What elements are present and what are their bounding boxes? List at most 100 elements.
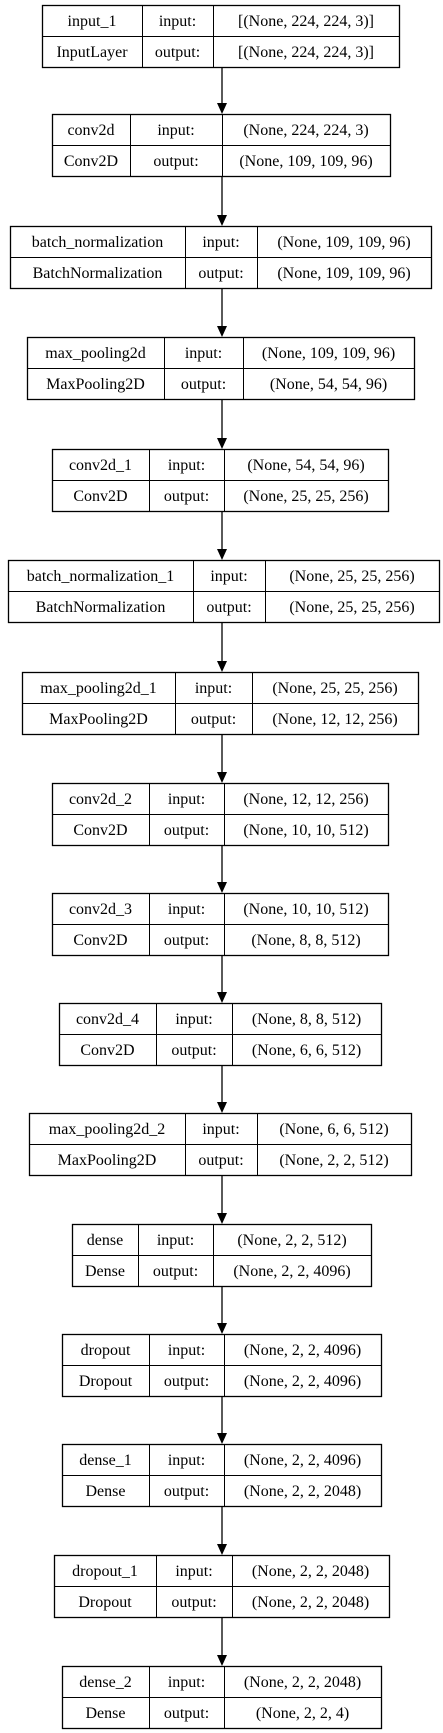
input-shape: (None, 2, 2, 4096) (244, 1452, 361, 1469)
layer-type: MaxPooling2D (58, 1152, 157, 1169)
output-label: output: (171, 1594, 216, 1611)
layer-name: input_1 (68, 13, 117, 30)
input-label: input: (202, 1121, 239, 1138)
input-shape: (None, 109, 109, 96) (277, 234, 410, 251)
arrow-head (217, 1544, 227, 1555)
output-shape: (None, 25, 25, 256) (289, 599, 414, 616)
input-label: input: (168, 457, 205, 474)
input-label: input: (210, 568, 247, 585)
flow-arrow (217, 956, 227, 1003)
arrow-head (217, 661, 227, 672)
output-label: output: (198, 1152, 243, 1169)
input-shape: (None, 224, 224, 3) (243, 122, 368, 139)
input-shape: (None, 2, 2, 2048) (244, 1674, 361, 1691)
flow-arrow (217, 846, 227, 893)
arrow-head (217, 549, 227, 560)
output-shape: (None, 2, 2, 4096) (233, 1263, 350, 1280)
flow-arrow (217, 1066, 227, 1113)
input-label: input: (157, 1232, 194, 1249)
input-shape: (None, 10, 10, 512) (243, 901, 368, 918)
output-label: output: (155, 44, 200, 61)
input-shape: [(None, 224, 224, 3)] (238, 13, 374, 30)
output-label: output: (164, 1483, 209, 1500)
input-label: input: (175, 1563, 212, 1580)
flow-arrow (217, 289, 227, 337)
output-label: output: (198, 265, 243, 282)
layer-type: Dropout (79, 1373, 133, 1390)
layer-name: conv2d_3 (69, 901, 132, 918)
output-label: output: (164, 1373, 209, 1390)
layer-name: max_pooling2d_2 (49, 1121, 165, 1138)
flow-arrow (217, 1397, 227, 1444)
input-label: input: (168, 1674, 205, 1691)
layer-name: dropout (81, 1342, 131, 1359)
layer-type: Dense (86, 1483, 126, 1500)
output-shape: (None, 109, 109, 96) (239, 153, 372, 170)
flow-arrow (217, 1507, 227, 1555)
layer-type: Conv2D (73, 488, 127, 505)
input-shape: (None, 6, 6, 512) (279, 1121, 388, 1138)
arrow-head (217, 1323, 227, 1334)
flow-arrow (217, 735, 227, 783)
arrow-head (217, 992, 227, 1003)
layer-type: BatchNormalization (33, 265, 163, 282)
layer-type: Conv2D (73, 822, 127, 839)
flow-arrow (217, 68, 227, 114)
input-label: input: (159, 13, 196, 30)
layer-node-max-pooling2d: max_pooling2dMaxPooling2Dinput:output:(N… (26, 336, 416, 401)
input-shape: (None, 54, 54, 96) (247, 457, 364, 474)
output-shape: (None, 6, 6, 512) (252, 1042, 361, 1059)
flow-arrow (217, 1287, 227, 1334)
output-label: output: (171, 1042, 216, 1059)
layer-name: max_pooling2d (45, 345, 145, 362)
arrow-head (217, 1213, 227, 1224)
output-shape: (None, 2, 2, 512) (279, 1152, 388, 1169)
layer-name: batch_normalization (32, 234, 164, 251)
arrow-head (217, 438, 227, 449)
arrow-head (217, 215, 227, 226)
input-shape: (None, 25, 25, 256) (272, 680, 397, 697)
output-label: output: (206, 599, 251, 616)
layer-name: max_pooling2d_1 (40, 680, 156, 697)
input-label: input: (185, 345, 222, 362)
input-shape: (None, 25, 25, 256) (289, 568, 414, 585)
layer-name: dropout_1 (72, 1563, 138, 1580)
arrow-head (217, 1433, 227, 1444)
output-label: output: (164, 932, 209, 949)
input-label: input: (157, 122, 194, 139)
input-label: input: (168, 1452, 205, 1469)
output-shape: (None, 25, 25, 256) (243, 488, 368, 505)
input-label: input: (202, 234, 239, 251)
layer-type: Dropout (78, 1594, 132, 1611)
input-shape: (None, 109, 109, 96) (262, 345, 395, 362)
output-shape: (None, 109, 109, 96) (277, 265, 410, 282)
input-label: input: (168, 1342, 205, 1359)
layer-type: Conv2D (73, 932, 127, 949)
arrow-head (217, 772, 227, 783)
output-label: output: (191, 711, 236, 728)
output-label: output: (153, 1263, 198, 1280)
input-label: input: (168, 791, 205, 808)
output-label: output: (164, 822, 209, 839)
layer-type: MaxPooling2D (49, 711, 148, 728)
input-shape: (None, 2, 2, 512) (237, 1232, 346, 1249)
flow-arrow (217, 400, 227, 449)
flow-arrow (217, 177, 227, 226)
layer-type: MaxPooling2D (46, 376, 145, 393)
layer-name: conv2d_4 (76, 1011, 139, 1028)
layer-node-max-pooling2d-1: max_pooling2d_1MaxPooling2Dinput:output:… (21, 671, 420, 736)
arrow-head (217, 882, 227, 893)
layer-type: Conv2D (64, 153, 118, 170)
layer-type: Conv2D (80, 1042, 134, 1059)
arrow-head (217, 1655, 227, 1666)
